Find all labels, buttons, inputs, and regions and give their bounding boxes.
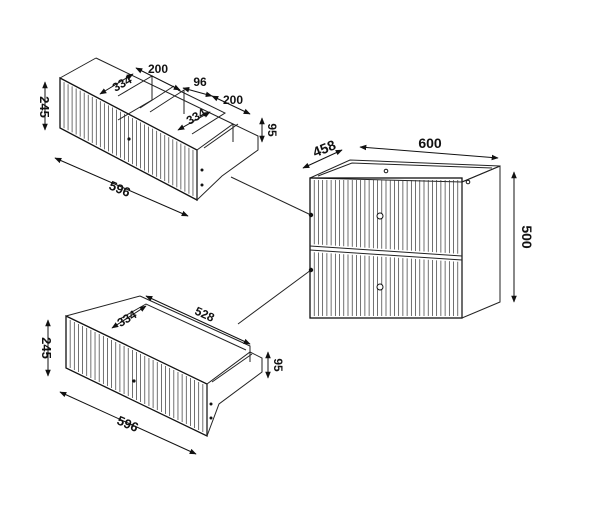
lower-width-inner-dimension-line: [145, 295, 251, 345]
upper-width-right-dimension-line: [211, 95, 251, 115]
lower-drawer-flutes: [69, 320, 204, 432]
upper-drawer: 245 596 95 334 200 96 200 334: [37, 57, 279, 217]
lower-height-label: 245: [39, 337, 54, 359]
upper-width-dimension-line: [54, 157, 189, 217]
cabinet-depth-dimension-line: [302, 149, 343, 169]
lower-drawer-callout-line: [237, 269, 312, 325]
cabinet: 458 600 500: [302, 135, 535, 319]
upper-drawer-right-side: [196, 123, 259, 202]
upper-divider-inner: [139, 85, 175, 109]
lower-drawer-right-inner: [211, 353, 253, 383]
cabinet-width-label: 600: [418, 135, 442, 151]
upper-depth-right-dimension-line: [177, 111, 211, 131]
lower-side-height-label: 95: [271, 358, 285, 372]
upper-width-label: 596: [107, 178, 133, 200]
upper-width-left-dimension-line: [135, 67, 181, 91]
cabinet-top-hole-icon: [383, 168, 389, 174]
cabinet-upper-knob-icon: [376, 212, 384, 220]
lower-drawer: 245 596 95 334 528: [39, 295, 285, 455]
upper-divider-right: [149, 89, 185, 114]
lower-side-hole-icon: [209, 402, 213, 406]
upper-side-height-label: 95: [265, 123, 279, 137]
cabinet-depth-label: 458: [310, 136, 338, 160]
callouts: [230, 176, 314, 325]
lower-drawer-back: [139, 295, 251, 362]
cabinet-side: [461, 165, 501, 319]
lower-callout-dot-icon: [308, 267, 314, 273]
upper-drawer-callout-line: [230, 176, 312, 216]
upper-side-hole-icon: [200, 183, 204, 187]
cabinet-top-inner: [317, 162, 493, 177]
cabinet-flutes: [313, 180, 459, 316]
upper-width-left-label: 200: [148, 62, 168, 76]
lower-depth-label: 334: [115, 307, 140, 330]
lower-drawer-right-side: [206, 351, 263, 437]
upper-drawer-knob-icon: [127, 137, 131, 141]
cabinet-lower-knob-icon: [376, 283, 384, 291]
upper-side-hole-icon: [200, 168, 204, 172]
upper-drawer-left-top: [59, 57, 97, 79]
lower-depth-dimension-line: [111, 305, 147, 329]
lower-width-dimension-line: [59, 391, 197, 455]
upper-gap-dimension-line: [182, 86, 213, 98]
lower-side-hole-icon: [209, 416, 213, 420]
lower-drawer-knob-icon: [132, 379, 136, 383]
cabinet-drawer-split-lower: [309, 249, 463, 261]
upper-callout-dot-icon: [308, 212, 314, 218]
cabinet-drawer-split: [309, 245, 463, 257]
upper-depth-left-dimension-line: [99, 73, 134, 95]
cabinet-height-label: 500: [519, 225, 535, 249]
upper-gap-label: 96: [193, 75, 207, 89]
upper-width-right-label: 200: [223, 93, 243, 107]
lower-drawer-inner-back: [117, 303, 247, 351]
cabinet-width-dimension-line: [359, 144, 499, 161]
lower-width-label: 596: [115, 413, 141, 435]
upper-height-label: 245: [37, 96, 52, 118]
cabinet-top: [309, 159, 501, 183]
cabinet-top-hole-icon: [465, 179, 471, 185]
lower-drawer-left-top: [65, 295, 141, 317]
upper-drawer-right-inner: [203, 123, 239, 149]
